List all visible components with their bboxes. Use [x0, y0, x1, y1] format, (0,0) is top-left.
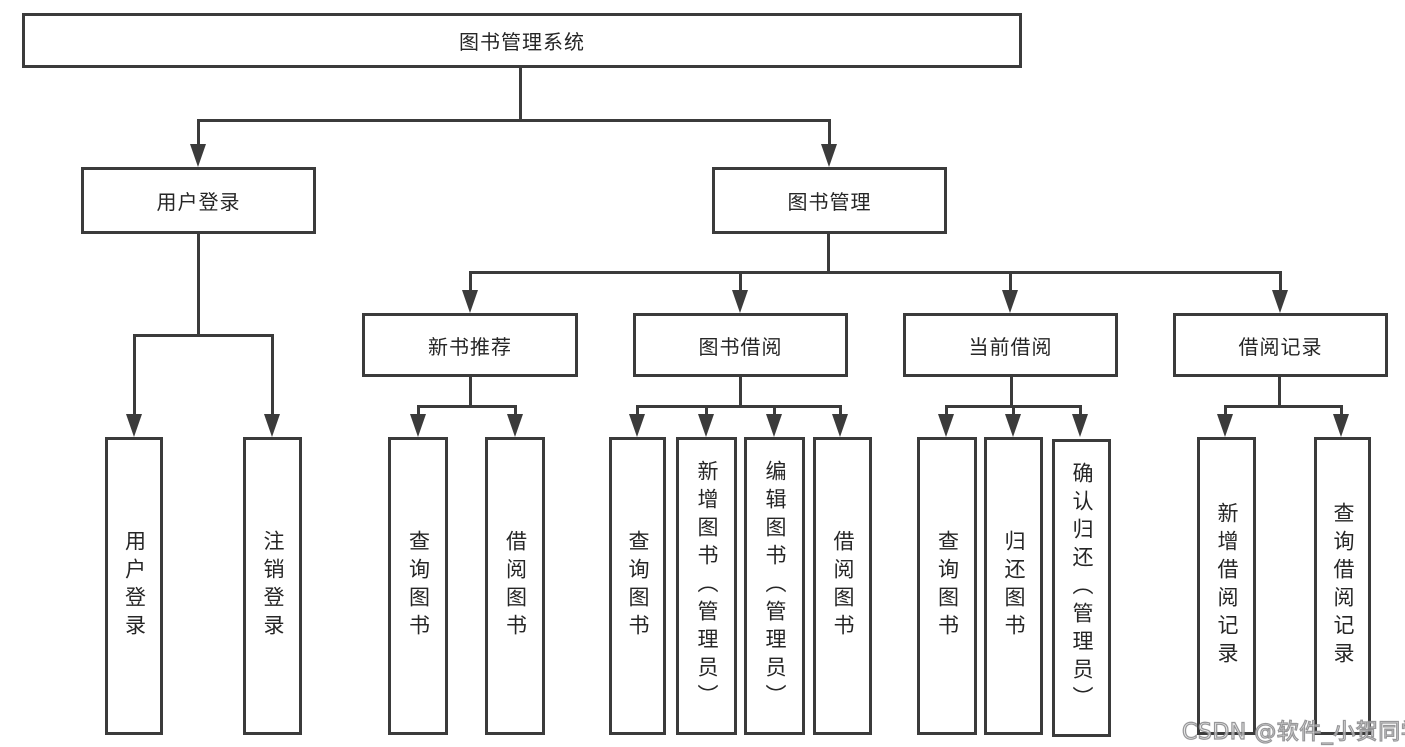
connector-line: [514, 405, 517, 416]
leaf-label: 查询图书: [935, 530, 960, 642]
arrow-down-icon: [732, 290, 748, 313]
arrow-down-icon: [821, 144, 837, 167]
leaf-label: 编辑图书（管理员）: [763, 460, 787, 712]
leaf-borrow-book-recommend: 借阅图书: [485, 437, 545, 735]
leaf-add-borrow-record: 新增借阅记录: [1197, 437, 1256, 735]
node-book-management: 图书管理: [712, 167, 947, 234]
connector-line: [133, 334, 136, 416]
leaf-label: 新增借阅记录: [1215, 502, 1239, 670]
arrow-down-icon: [126, 414, 142, 437]
arrow-down-icon: [766, 414, 782, 437]
connector-line: [469, 271, 472, 292]
arrow-down-icon: [264, 414, 280, 437]
connector-line: [197, 119, 200, 147]
leaf-edit-book-admin: 编辑图书（管理员）: [744, 437, 805, 735]
node-new-book-recommend: 新书推荐: [362, 313, 578, 377]
connector-line: [469, 377, 472, 408]
node-label: 图书管理: [787, 190, 872, 214]
leaf-label: 确认归还（管理员）: [1070, 462, 1094, 714]
leaf-query-book-borrowing: 查询图书: [609, 437, 666, 735]
leaf-label: 用户登录: [122, 530, 147, 642]
node-user-login: 用户登录: [81, 167, 316, 234]
connector-line: [636, 405, 639, 416]
node-current-borrowing: 当前借阅: [903, 313, 1118, 377]
connector-line: [739, 377, 742, 408]
connector-line: [1012, 405, 1015, 416]
leaf-label: 查询借阅记录: [1331, 502, 1355, 670]
arrow-down-icon: [698, 414, 714, 437]
connector-line: [197, 234, 200, 337]
connector-line: [827, 234, 830, 273]
leaf-label: 查询图书: [626, 530, 650, 642]
connector-line: [197, 119, 831, 122]
connector-line: [469, 271, 1282, 274]
csdn-watermark: CSDN @软件_小贺同学: [1181, 719, 1405, 745]
connector-line: [839, 405, 842, 416]
connector-line: [1224, 405, 1227, 416]
leaf-label: 借阅图书: [503, 530, 528, 642]
node-label: 当前借阅: [968, 334, 1053, 359]
connector-line: [1010, 377, 1013, 408]
connector-line: [417, 405, 517, 408]
leaf-query-borrow-record: 查询借阅记录: [1314, 437, 1371, 735]
leaf-label: 新增图书（管理员）: [695, 460, 719, 712]
connector-line: [1278, 377, 1281, 408]
leaf-query-book-recommend: 查询图书: [388, 437, 448, 735]
node-label: 用户登录: [156, 190, 241, 214]
node-label: 借阅记录: [1238, 334, 1323, 359]
connector-line: [1009, 271, 1012, 292]
connector-line: [1340, 405, 1343, 416]
arrow-down-icon: [629, 414, 645, 437]
connector-line: [828, 119, 831, 147]
connector-line: [1279, 271, 1282, 292]
arrow-down-icon: [1072, 414, 1088, 437]
node-label: 图书借阅: [698, 334, 783, 359]
connector-line: [519, 68, 522, 121]
leaf-logout: 注销登录: [243, 437, 302, 735]
leaf-add-book-admin: 新增图书（管理员）: [676, 437, 737, 735]
arrow-down-icon: [462, 290, 478, 313]
node-borrow-records: 借阅记录: [1173, 313, 1388, 377]
leaf-query-book-current: 查询图书: [917, 437, 977, 735]
node-label: 新书推荐: [428, 334, 512, 359]
arrow-down-icon: [832, 414, 848, 437]
arrow-down-icon: [1002, 290, 1018, 313]
leaf-label: 查询图书: [406, 530, 431, 642]
arrow-down-icon: [1005, 414, 1021, 437]
arrow-down-icon: [1272, 290, 1288, 313]
connector-line: [417, 405, 420, 416]
arrow-down-icon: [1333, 414, 1349, 437]
arrow-down-icon: [507, 414, 523, 437]
connector-line: [271, 334, 274, 416]
connector-line: [1224, 405, 1343, 408]
node-library-system: 图书管理系统: [22, 13, 1022, 68]
connector-line: [1079, 405, 1082, 416]
leaf-label: 借阅图书: [831, 530, 855, 642]
connector-line: [636, 405, 842, 408]
connector-line: [773, 405, 776, 416]
node-label: 图书管理系统: [459, 30, 585, 54]
connector-line: [739, 271, 742, 292]
connector-line: [705, 405, 708, 416]
arrow-down-icon: [190, 144, 206, 167]
connector-line: [133, 334, 274, 337]
leaf-confirm-return-admin: 确认归还（管理员）: [1052, 439, 1111, 737]
leaf-borrow-book: 借阅图书: [813, 437, 872, 735]
leaf-user-login: 用户登录: [105, 437, 163, 735]
leaf-return-book: 归还图书: [984, 437, 1043, 735]
leaf-label: 注销登录: [261, 530, 285, 642]
leaf-label: 归还图书: [1002, 530, 1026, 642]
arrow-down-icon: [1217, 414, 1233, 437]
arrow-down-icon: [938, 414, 954, 437]
connector-line: [945, 405, 948, 416]
arrow-down-icon: [410, 414, 426, 437]
node-book-borrowing: 图书借阅: [633, 313, 848, 377]
